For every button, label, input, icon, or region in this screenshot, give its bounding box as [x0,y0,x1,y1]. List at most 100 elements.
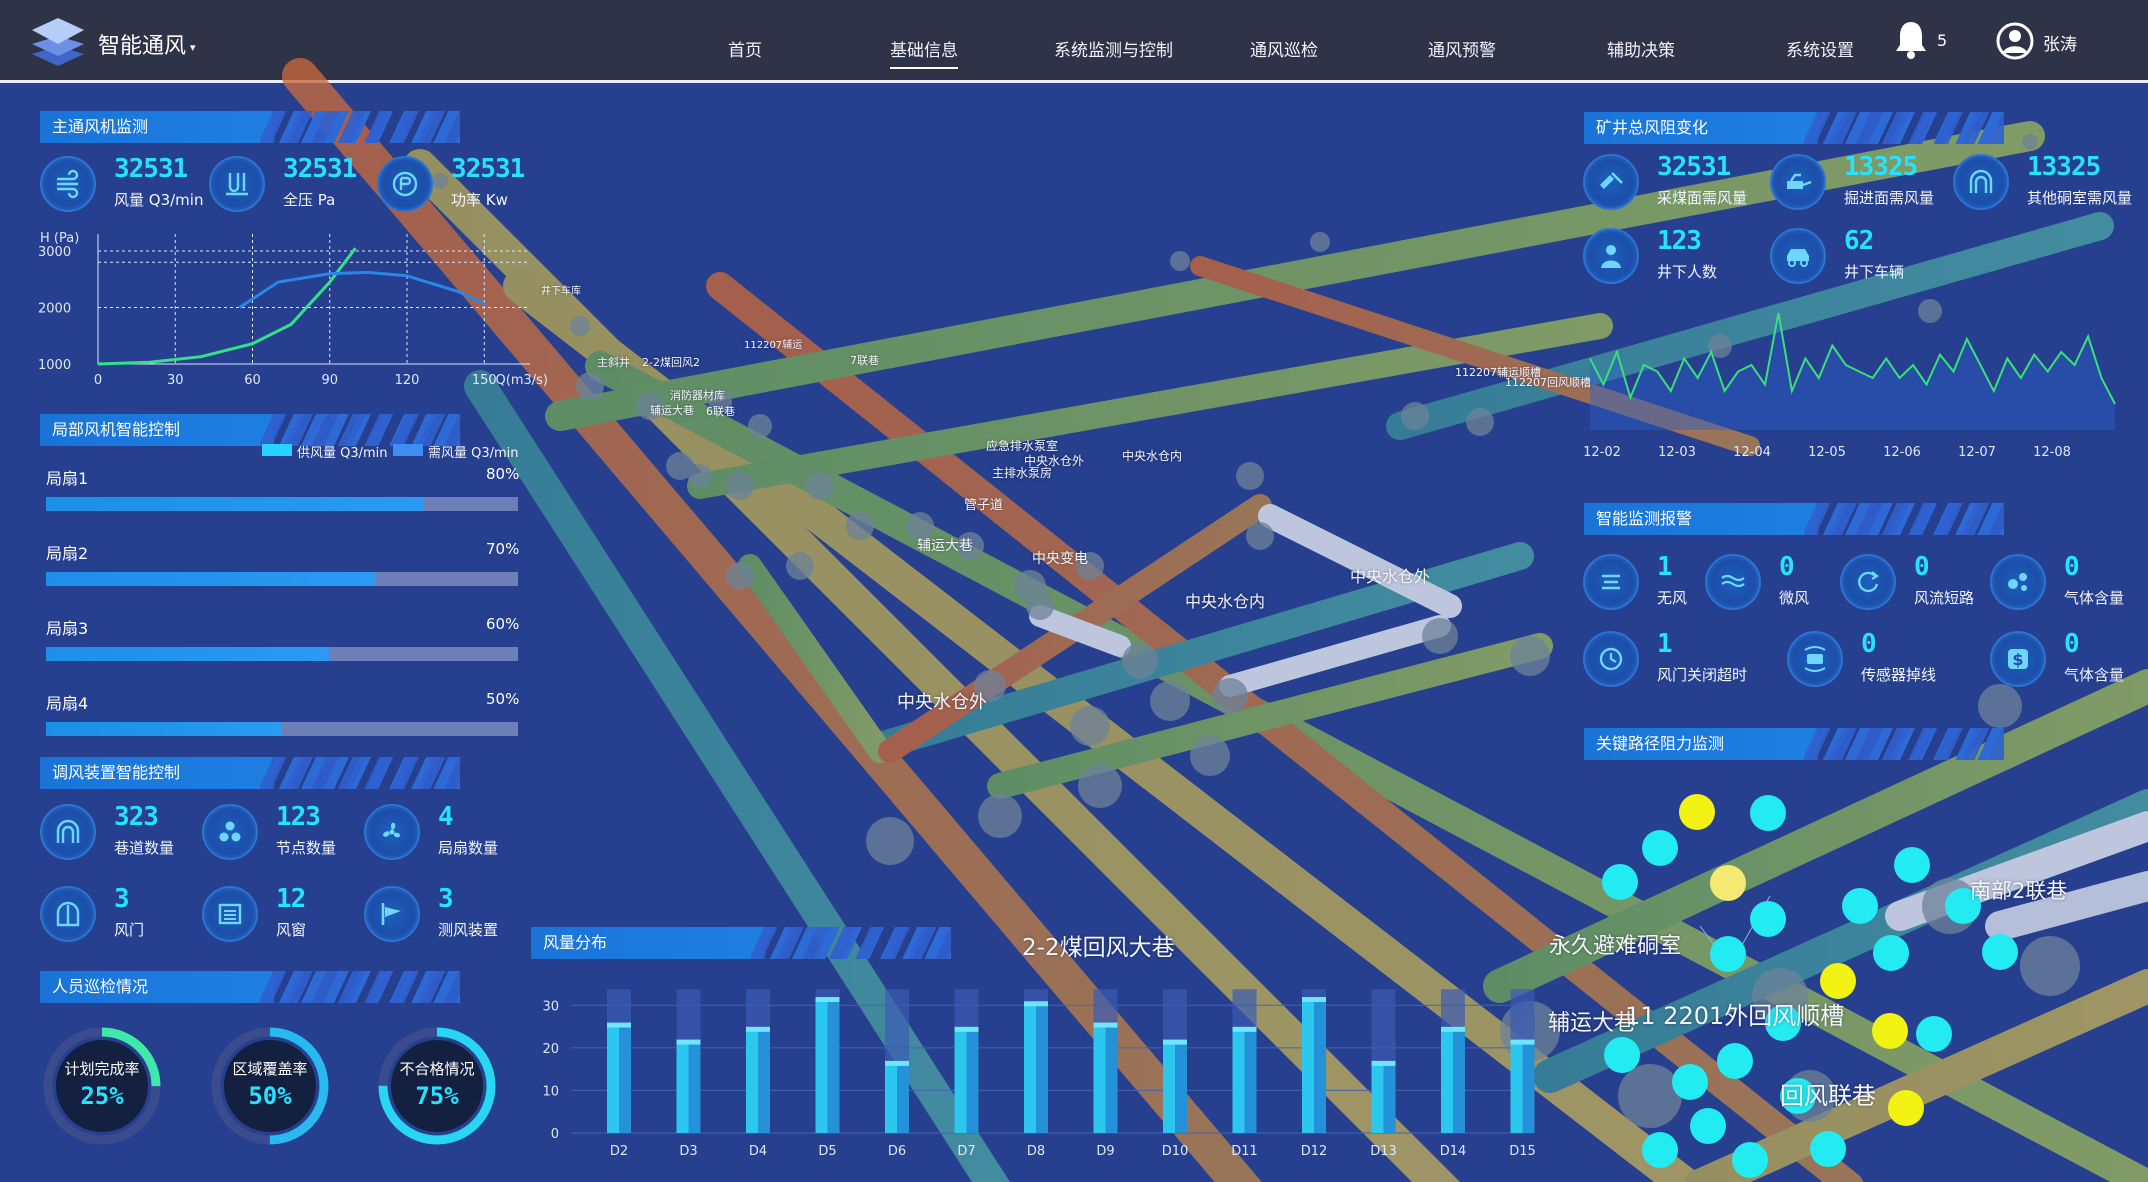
scene-label: 中央水仓外 [1024,454,1085,468]
node-icon [202,804,258,860]
ring-gauge [211,1027,329,1145]
alarm-no-wind-label: 无风 [1657,589,1688,607]
regulator-tunnel-value: 323 [114,802,159,832]
scene-label: 11 2201外回风顺槽 [1625,1002,1845,1030]
alarm-gas2-value: 0 [2064,629,2080,659]
bar-cap [1302,997,1326,1003]
sensor-icon [1787,631,1843,687]
ring-label: 不合格情况 [399,1060,475,1078]
fan-progress-track[interactable] [46,722,518,736]
bar [815,1001,828,1133]
x-tick-label: D3 [679,1144,697,1159]
fan-progress-track[interactable] [46,647,518,661]
ring-value: 50% [248,1082,292,1110]
bar [1024,1005,1036,1133]
scene-label: 中央水仓内 [1122,449,1183,463]
car-icon [1770,228,1826,284]
bar-side [1522,1043,1535,1133]
timeout-icon [1583,631,1639,687]
chevron-down-icon: ▾ [190,40,196,54]
bar-cap [746,1026,770,1032]
bar-cap [1093,1022,1118,1028]
app-title[interactable]: 智能通风▾ [98,34,196,59]
panel-title-mine-resistance: 矿井总风阻变化 [1584,112,2004,144]
fan-progress-track[interactable] [46,497,518,511]
x-tick-label: 12-04 [1733,445,1771,460]
underground-vehicles-label: 井下车辆 [1844,263,1905,281]
bar-cap [1371,1060,1396,1066]
underground-vehicles-value: 62 [1844,226,1874,256]
nav-monitoring-control[interactable]: 系统监测与控制 [1054,41,1173,61]
scene-label: 112207回风顺槽 [1505,376,1591,389]
panel-title-key-path: 关键路径阻力监测 [1584,728,2004,760]
alarm-door-timeout-label: 风门关闭超时 [1657,666,1748,684]
scene-label: 6联巷 [706,405,735,418]
ring-gauge [43,1027,161,1145]
ring-progress [378,1027,496,1145]
scene-label: 主斜井 [597,356,630,369]
ring-value: 25% [80,1082,124,1110]
x-tick-label: 60 [244,373,261,388]
x-tick-label: D7 [957,1144,975,1159]
x-tick-label: D12 [1301,1144,1328,1159]
bar-side [897,1064,909,1133]
bar-side [1314,1001,1326,1133]
bar-side [966,1030,979,1133]
scene-label: 中央水仓外 [897,692,987,713]
gas-dollar-icon: $ [1990,631,2046,687]
x-tick-label: 150 [472,373,497,388]
nav-home[interactable]: 首页 [728,41,762,61]
scene-label: 112207辅运顺槽 [1455,366,1541,379]
scene-label: 管子道 [964,498,1004,513]
alarm-gas-value: 0 [2064,552,2080,582]
x-tick-label: D13 [1370,1144,1397,1159]
bar-cap [815,997,840,1003]
fan-name: 局扇3 [46,619,89,638]
x-tick-label: D6 [888,1144,906,1159]
nav-ventilation-warning[interactable]: 通风预警 [1428,41,1496,61]
bar-side [688,1043,701,1133]
nav-ventilation-inspection[interactable]: 通风巡检 [1250,41,1318,61]
wind-icon [40,156,96,212]
ring-core [56,1040,148,1132]
ring-gauge [378,1027,496,1145]
alarm-breeze-label: 微风 [1779,589,1810,607]
x-tick-label: 12-05 [1808,445,1846,460]
x-tick-label: D9 [1096,1144,1114,1159]
power-icon [377,156,433,212]
bar [746,1030,758,1133]
user-avatar-icon[interactable] [1996,22,2034,60]
bar-side [1244,1030,1257,1133]
x-axis-title: Q(m3/s) [496,373,548,388]
main-fan-pressure-label: 全压 Pa [283,191,336,209]
y-tick-label: 1000 [38,358,71,373]
scene-label: 主排水泵房 [992,466,1053,480]
bar [1510,1043,1523,1133]
nav-decision-support[interactable]: 辅助决策 [1607,41,1675,61]
user-name[interactable]: 张涛 [2043,35,2077,55]
svg-text:$: $ [2012,650,2023,669]
bell-icon[interactable] [1893,20,1929,60]
x-tick-label: D5 [818,1144,836,1159]
fan-progress-track[interactable] [46,572,518,586]
coal-face-air-value: 32531 [1657,152,1731,182]
bar-side [1383,1064,1396,1133]
chamber-icon [1953,154,2009,210]
regulator-door-value: 3 [114,884,130,914]
main-fan-airflow-label: 风量 Q3/min [114,191,204,209]
bar [676,1043,689,1133]
x-tick-label: 12-02 [1583,445,1621,460]
x-tick-label: 12-08 [2033,445,2071,460]
ring-core [391,1040,483,1132]
nav-basic-info[interactable]: 基础信息 [890,36,958,69]
bar-cap [885,1060,909,1066]
fan-percent: 50% [486,690,520,708]
main-fan-power-value: 32531 [451,154,525,184]
bar [607,1026,619,1133]
x-tick-label: D15 [1509,1144,1536,1159]
nav-system-settings[interactable]: 系统设置 [1786,41,1854,61]
fan-curve-series-0 [97,247,357,366]
panel-title-main-fan: 主通风机监测 [40,111,460,143]
y-tick-label: 30 [542,999,559,1014]
regulator-anemometer-value: 3 [438,884,454,914]
